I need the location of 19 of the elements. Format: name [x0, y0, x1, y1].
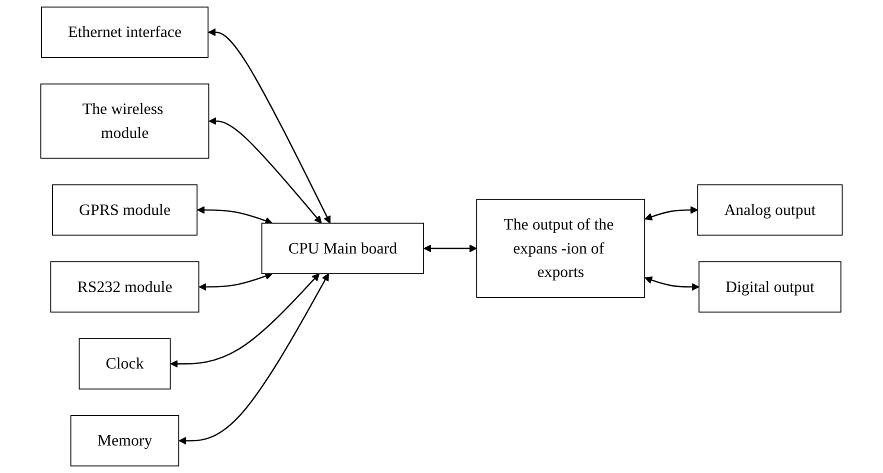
arrow: [208, 28, 331, 224]
node-box: Ethernet interface: [41, 6, 208, 58]
arrow: [644, 206, 698, 220]
arrow: [197, 206, 273, 225]
arrow: [208, 117, 322, 224]
arrow: [424, 244, 477, 252]
arrow: [198, 272, 273, 291]
arrow: [644, 276, 700, 291]
node-box: CPU Main board: [261, 222, 424, 274]
node-box: GPRS module: [52, 184, 198, 236]
node-box: Digital output: [698, 261, 842, 313]
node-box: Analog output: [697, 184, 843, 236]
node-box: The output of the expans -ion of exports: [476, 198, 646, 298]
arrow: [178, 273, 329, 445]
node-box: The wireless module: [40, 84, 210, 159]
node-box: Clock: [78, 338, 171, 390]
arrow: [170, 273, 320, 368]
node-box: RS232 module: [50, 261, 200, 313]
node-box: Memory: [70, 415, 180, 466]
